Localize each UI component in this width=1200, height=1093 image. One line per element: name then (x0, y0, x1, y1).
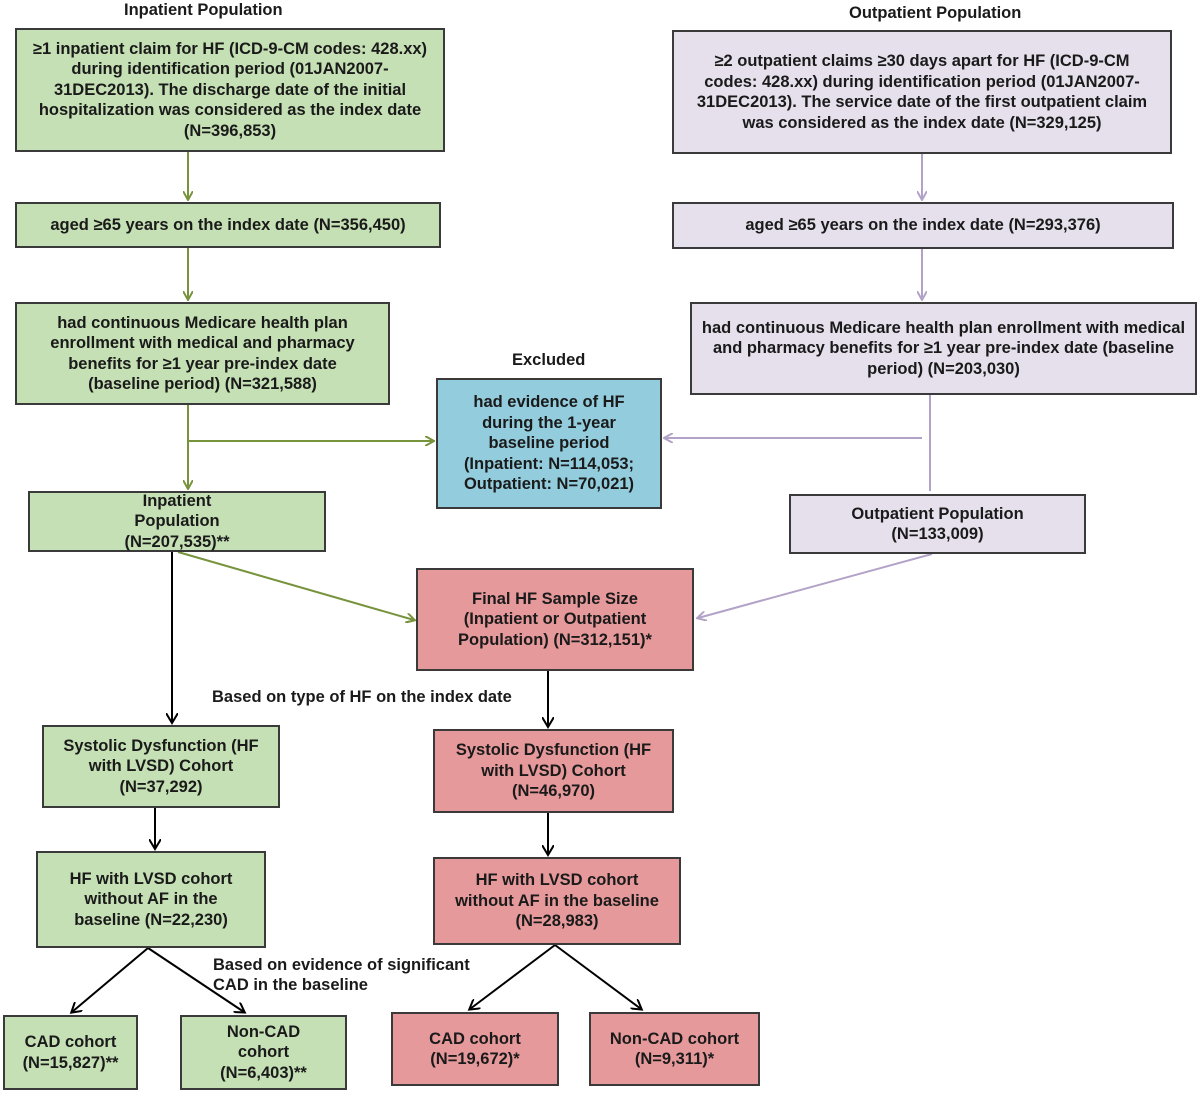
inpatient-population-box: Inpatient Population (N=207,535)** (28, 491, 326, 552)
excluded-header: Excluded (512, 351, 586, 369)
based-on-cad-label-2: CAD in the baseline (213, 976, 368, 994)
outpatient-claim-box: ≥2 outpatient claims ≥30 days apart for … (672, 30, 1172, 154)
arrow-fin-noaf-to-noncad (554, 944, 641, 1009)
arrow-inp-pop-to-final (177, 551, 414, 620)
based-on-type-label: Based on type of HF on the index date (212, 688, 512, 706)
final-noaf-box: HF with LVSD cohort without AF in the ba… (433, 857, 681, 945)
arrow-fin-noaf-to-cad (470, 944, 556, 1009)
excluded-hf-box: had evidence of HF during the 1-year bas… (436, 378, 662, 509)
inpatient-noaf-box: HF with LVSD cohort without AF in the ba… (36, 851, 266, 948)
final-cad-box: CAD cohort (N=19,672)* (391, 1012, 559, 1086)
final-noncad-box: Non-CAD cohort (N=9,311)* (589, 1012, 760, 1086)
outpatient-population-box: Outpatient Population (N=133,009) (789, 494, 1086, 554)
outpatient-header: Outpatient Population (849, 4, 1022, 22)
inpatient-age-box: aged ≥65 years on the index date (N=356,… (15, 202, 441, 248)
arrow-inp-noaf-to-cad (72, 947, 149, 1012)
inpatient-enrollment-box: had continuous Medicare health plan enro… (15, 302, 390, 405)
arrow-inp-noaf-to-noncad (147, 947, 244, 1012)
inpatient-cad-box: CAD cohort (N=15,827)** (3, 1015, 138, 1090)
inpatient-noncad-box: Non-CAD cohort (N=6,403)** (180, 1015, 347, 1090)
arrow-out-pop-to-final (698, 553, 933, 618)
final-sample-box: Final HF Sample Size (Inpatient or Outpa… (416, 568, 694, 671)
based-on-cad-label-1: Based on evidence of significant (213, 956, 470, 974)
inpatient-header: Inpatient Population (124, 1, 283, 19)
outpatient-enrollment-box: had continuous Medicare health plan enro… (690, 302, 1197, 395)
final-systolic-box: Systolic Dysfunction (HF with LVSD) Coho… (433, 729, 674, 813)
inpatient-systolic-box: Systolic Dysfunction (HF with LVSD) Coho… (42, 725, 280, 808)
outpatient-age-box: aged ≥65 years on the index date (N=293,… (672, 202, 1174, 249)
inpatient-claim-box: ≥1 inpatient claim for HF (ICD-9-CM code… (15, 28, 445, 152)
